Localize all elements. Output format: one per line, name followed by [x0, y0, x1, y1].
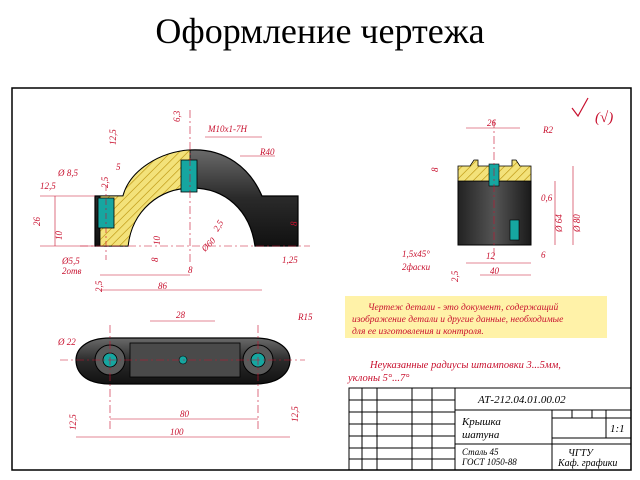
dim-0-6: 0,6	[541, 193, 553, 203]
material-2: ГОСТ 1050-88	[461, 457, 517, 467]
dim-2-5-mid: 2,5	[211, 218, 226, 233]
dim-r2: R2	[542, 125, 553, 135]
dim-8-bottom: 8	[188, 265, 193, 275]
dim-12-5-top: 12,5	[108, 129, 118, 145]
top-view: 28 R15 Ø 22 80 100 12,5 12,5	[57, 310, 313, 438]
dim-86: 86	[158, 281, 168, 291]
dim-chamfer: 1,5x45°	[402, 249, 430, 259]
dim-m10: M10x1-7H	[207, 124, 247, 134]
note-line-3: для ее изготовления и контроля.	[352, 326, 484, 337]
page-title: Оформление чертежа	[155, 11, 485, 51]
dim-8-right: 8	[289, 221, 299, 226]
designation: АТ-212.04.01.00.02	[477, 394, 566, 406]
scale: 1:1	[610, 423, 625, 435]
part-name-1: Крышка	[461, 416, 501, 428]
note-line-2: изображение детали и другие данные, необ…	[352, 314, 563, 325]
dim-2-chamfers: 2фаски	[402, 262, 431, 272]
side-oil-hole	[509, 219, 520, 241]
roughness-symbol	[571, 97, 589, 118]
dim-80: 80	[180, 409, 190, 419]
dim-d8-5: Ø 8,5	[57, 168, 78, 178]
dim-12-5-top-right: 12,5	[290, 406, 300, 422]
unspecified-radii: Неуказанные радиусы штамповки 3...5мм,	[369, 360, 561, 371]
dim-1-25: 1,25	[282, 255, 298, 265]
dim-5: 5	[116, 162, 121, 172]
dim-6-3: 6,3	[172, 110, 182, 122]
dim-d64: Ø 64	[554, 214, 564, 233]
dim-2-holes: 2отв	[62, 266, 81, 276]
dim-2-5-bottom: 2,5	[94, 280, 104, 292]
dim-d22: Ø 22	[57, 337, 76, 347]
dim-d60: Ø60	[199, 235, 218, 254]
dim-28: 28	[176, 310, 186, 320]
front-view: 12,5 6,3 M10x1-7H R40 Ø 8,5 12,5 5 2,5 2…	[32, 110, 310, 292]
unspecified-slopes: уклоны 5°...7°	[347, 373, 410, 384]
side-view: 26 R2 8 0,6 Ø 64 Ø 80 1,5x45° 2фаски 12 …	[402, 97, 613, 282]
dim-10-center: 10	[152, 236, 162, 246]
dim-8-left: 8	[150, 257, 160, 262]
dim-8-side: 8	[430, 167, 440, 172]
dim-40-side: 40	[490, 266, 500, 276]
side-body	[457, 180, 532, 246]
dim-d5-5: Ø5,5	[61, 256, 80, 266]
material-1: Сталь 45	[462, 447, 499, 457]
part-name-2: шатуна	[462, 429, 500, 441]
dim-2-5-side: 2,5	[450, 270, 460, 282]
dim-6-side: 6	[541, 250, 546, 260]
sheet-frame	[11, 87, 632, 471]
definition-note-box	[345, 296, 607, 338]
dim-r15: R15	[297, 312, 313, 322]
dim-d80: Ø 80	[572, 214, 582, 233]
note-line-1: Чертеж детали - это документ, содержащий	[368, 302, 558, 313]
organization-1: ЧГТУ	[568, 448, 594, 459]
dim-26: 26	[32, 217, 42, 227]
dim-26-side: 26	[487, 118, 497, 128]
surface-roughness-mark: (√)	[595, 110, 613, 126]
dim-2-5-left: 2,5	[100, 176, 110, 188]
organization-2: Каф. графики	[557, 458, 617, 469]
threaded-hole	[180, 159, 198, 193]
dim-10: 10	[54, 231, 64, 241]
dim-12-5-top-left: 12,5	[68, 414, 78, 430]
title-block	[348, 387, 632, 471]
dim-100: 100	[170, 427, 184, 437]
dim-12-5-left: 12,5	[40, 181, 56, 191]
dim-r40: R40	[259, 147, 275, 157]
dim-12-side: 12	[486, 251, 496, 261]
